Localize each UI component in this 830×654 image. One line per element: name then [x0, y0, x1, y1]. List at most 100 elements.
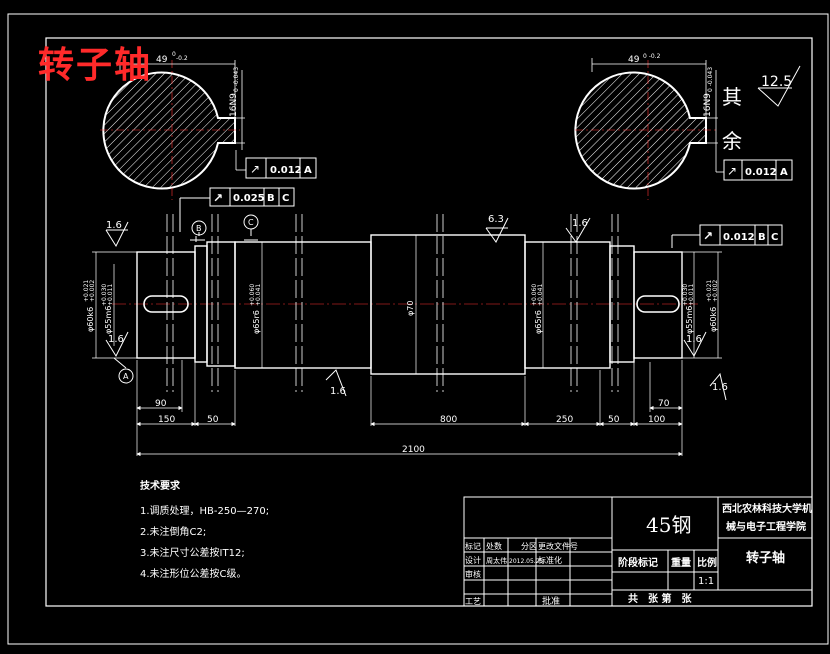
d65-right: φ65r6	[534, 310, 543, 334]
sec-left-key-tol: 0 -0.043	[233, 67, 240, 92]
d55-right-tol2: +0.011	[688, 284, 695, 306]
school-1: 西北农林科技大学机	[722, 502, 812, 515]
d65-right-tol: +0.060	[531, 284, 538, 306]
roughness-6: 1.6	[686, 334, 702, 345]
runout-right-text: ↗ 0.012 B C	[703, 229, 778, 243]
d55-left: φ55m6	[104, 306, 113, 334]
sec-left-width-tol: 0	[172, 51, 176, 58]
runout-right-datum-c: C	[771, 232, 778, 243]
diameter-dims	[92, 235, 722, 374]
weight-label: 重量	[671, 556, 691, 569]
tb-r0-c0: 标记	[465, 541, 481, 551]
roughness-3: 6.3	[488, 214, 504, 225]
outer-border	[7, 13, 829, 645]
tech-requirements: 技术要求 1.调质处理，HB-250—270; 2.未注倒角C2; 3.未注尺寸…	[140, 476, 269, 585]
tb-r3-c2: 批准	[542, 595, 560, 607]
sec-left-key: 16N9	[229, 93, 239, 117]
runout-left-datum-b: B	[267, 193, 275, 204]
roughness-note-2: 余	[722, 129, 742, 153]
datum-a: A	[123, 372, 129, 381]
tb-r0-c3: 更改文件号	[538, 541, 578, 551]
roughness-note: 其 余 12.5	[722, 65, 801, 153]
title-block-text: 45钢 西北农林科技大学机 械与电子工程学院 转子轴 阶段标记 重量 比例 1:…	[465, 502, 812, 607]
tb-r1-c2: 2012.05.25	[509, 558, 544, 565]
tech-item-1: 1.调质处理，HB-250—270;	[140, 506, 270, 517]
section-right: 49 0 -0.2 16N9 0 -0.043 ↗ 0.012 A	[574, 53, 793, 200]
d60-right-tol: +0.021	[706, 280, 713, 302]
scale-label: 比例	[697, 556, 717, 569]
runout-right	[671, 224, 783, 248]
runout-right-datum-b: B	[758, 232, 766, 243]
tb-r1-c0: 设计	[465, 555, 481, 565]
len-100: 100	[648, 415, 665, 425]
sym-left-value: 0.012	[270, 165, 302, 176]
datum-markers	[113, 214, 259, 384]
roughness-4: 1.6	[330, 386, 346, 397]
runout-left-text: ↗ 0.025 B C	[213, 191, 289, 205]
school-2: 械与电子工程学院	[726, 520, 806, 533]
d65-left: φ65r6	[252, 310, 261, 334]
len-90: 90	[155, 399, 167, 409]
runout-right-icon: ↗	[703, 229, 713, 243]
sec-right-width: 49	[628, 55, 640, 65]
d60-left-tol: +0.021	[83, 280, 90, 302]
len-50a: 50	[207, 415, 219, 425]
len-total: 2100	[402, 445, 425, 455]
sym-left-datum: A	[304, 165, 312, 176]
roughness-2: 1.6	[108, 334, 124, 345]
roughness-marks	[105, 217, 727, 401]
inner-border	[45, 37, 813, 607]
roughness-5: 1.6	[572, 218, 588, 229]
runout-left-value: 0.025	[233, 193, 265, 204]
len-70: 70	[658, 399, 670, 409]
length-dims	[136, 360, 683, 457]
d70: φ70	[406, 301, 415, 316]
d65-left-tol: +0.060	[249, 284, 256, 306]
runout-left-datum-c: C	[282, 193, 289, 204]
d55-left-tol: +0.030	[101, 284, 108, 306]
sheets: 共 张 第 张	[628, 592, 692, 605]
d55-right-tol: +0.030	[682, 284, 689, 306]
tb-r1-c1: 周太伟	[486, 556, 507, 565]
runout-right-value: 0.012	[723, 232, 755, 243]
diameter-labels: φ60k6 +0.021 +0.002 φ55m6 +0.030 +0.011 …	[83, 280, 719, 334]
stage-label: 阶段标记	[618, 556, 658, 569]
runout-left-icon: ↗	[213, 191, 223, 205]
datum-labels: A B C	[123, 218, 254, 381]
sym-icon-right: ↗	[727, 164, 737, 178]
tb-r1-c3: 标准化	[538, 555, 562, 565]
roughness-values: 1.6 1.6 6.3 1.6 1.6 1.6 1.6	[106, 214, 728, 397]
roughness-default-value: 12.5	[761, 74, 792, 90]
tb-r0-c2: 分区	[521, 542, 537, 551]
roughness-1: 1.6	[106, 220, 122, 231]
roughness-7: 1.6	[712, 382, 728, 393]
sec-right-key: 16N9	[703, 93, 713, 117]
d55-left-tol2: +0.011	[107, 284, 114, 306]
d65-left-tol2: +0.041	[255, 284, 262, 306]
datum-c: C	[248, 218, 254, 227]
datum-b: B	[196, 224, 202, 233]
sec-left-width-tol2: -0.2	[176, 55, 188, 62]
runout-left	[179, 187, 295, 232]
section-left: 49 0 -0.2 16N9 0 -0.043 ↗ 0.012 A	[100, 51, 317, 200]
d65-right-tol2: +0.041	[537, 284, 544, 306]
d60-right: φ60k6	[709, 307, 718, 332]
len-50b: 50	[608, 415, 620, 425]
sec-left-width: 49	[156, 55, 168, 65]
d55-right: φ55m6	[685, 306, 694, 334]
scale-value: 1:1	[698, 576, 714, 587]
sec-right-width-tol: 0 -0.2	[643, 53, 661, 60]
part-name: 转子轴	[746, 550, 785, 566]
tb-r2-c0: 审核	[465, 569, 481, 579]
tech-item-3: 3.未注尺寸公差按IT12;	[140, 548, 245, 559]
tech-title: 技术要求	[140, 481, 180, 492]
shaft-main-view	[112, 214, 700, 392]
len-150: 150	[158, 415, 175, 425]
d60-left: φ60k6	[86, 307, 95, 332]
tech-item-4: 4.未注形位公差按C级。	[140, 569, 247, 580]
length-labels: 90 150 50 800 250 50 100 70 2100	[155, 399, 670, 455]
tech-item-2: 2.未注倒角C2;	[140, 527, 207, 538]
d60-right-tol2: +0.002	[712, 280, 719, 302]
sec-right-key-tol: 0 -0.043	[707, 67, 714, 92]
